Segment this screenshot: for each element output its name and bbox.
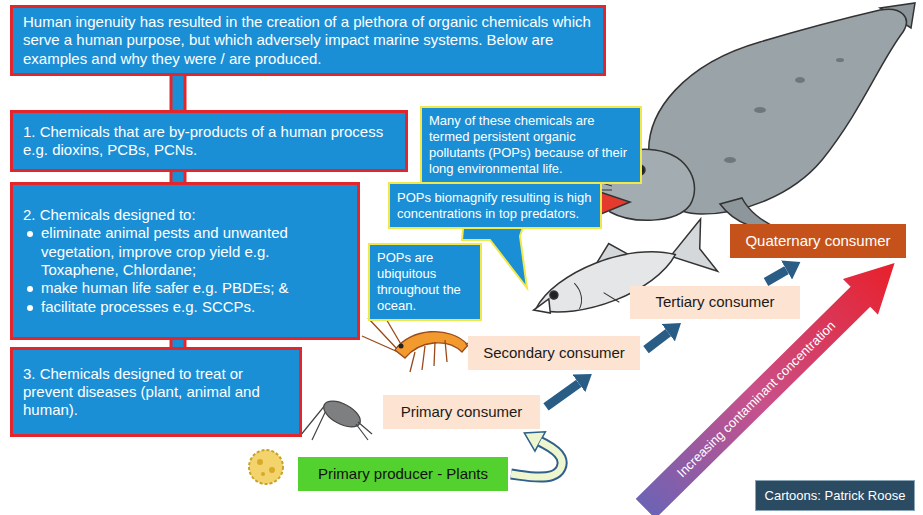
credit-box: Cartoons: Patrick Roose	[755, 480, 915, 511]
node-text: Primary consumer	[391, 403, 532, 421]
connector-bar	[178, 172, 179, 182]
node-text: Human ingenuity has resulted in the crea…	[23, 13, 593, 68]
connector-outline	[511, 442, 562, 478]
node-text: Primary producer - Plants	[306, 465, 500, 483]
trophic-level-box: Quaternary consumer	[730, 224, 906, 258]
connector-fill	[173, 172, 184, 182]
food-chain-arrow	[546, 383, 579, 407]
connector-bar	[178, 340, 179, 347]
bullet-text: eliminate animal pests and unwanted vege…	[23, 224, 347, 279]
phytoplankton-figure	[249, 450, 283, 484]
node-text: Quaternary consumer	[738, 232, 898, 250]
connector-line	[766, 270, 787, 282]
category-box: 2. Chemicals designed to:eliminate anima…	[10, 182, 360, 340]
trophic-level-box: Primary producer - Plants	[298, 457, 508, 491]
connector-bar	[178, 76, 179, 110]
callout-box: Many of these chemicals are termed persi…	[420, 106, 642, 184]
intro-box: Human ingenuity has resulted in the crea…	[10, 5, 606, 76]
category-box: 3. Chemicals designed to treat or preven…	[10, 347, 302, 437]
connector-line	[546, 383, 579, 407]
connector-fill	[173, 76, 184, 110]
node-text: 2. Chemicals designed to:	[23, 206, 347, 224]
bullet-text: make human life safer e.g. PBDEs; &	[23, 279, 347, 297]
category-box: 1. Chemicals that are by-products of a h…	[10, 110, 408, 172]
gradient-arrow-body	[628, 245, 912, 515]
connector-fill	[511, 442, 562, 478]
node-text: POPs are ubiquitous throughout the ocean…	[377, 250, 473, 313]
trophic-level-box: Secondary consumer	[468, 336, 640, 370]
trophic-level-box: Primary consumer	[383, 395, 540, 429]
food-chain-arrow	[511, 442, 562, 478]
node-text: Increasing contaminant concentration	[650, 294, 863, 505]
connector-outline	[170, 340, 187, 347]
callout-box: POPs biomagnify resulting is high concen…	[388, 182, 602, 229]
food-chain-arrow	[646, 333, 668, 350]
node-text: Secondary consumer	[476, 344, 632, 362]
bullet-text: facilitate processes e.g. SCCPs.	[23, 298, 347, 316]
node-text: Cartoons: Patrick Roose	[764, 488, 906, 504]
node-text: 3. Chemicals designed to treat or preven…	[23, 365, 289, 420]
copepod-figure	[300, 396, 372, 440]
connector-fill	[173, 340, 184, 347]
food-chain-arrow	[766, 270, 787, 282]
node-text: 1. Chemicals that are by-products of a h…	[23, 123, 395, 160]
shrimp-figure	[362, 312, 480, 372]
connector-outline	[170, 172, 187, 182]
callout-box: POPs are ubiquitous throughout the ocean…	[368, 243, 482, 321]
node-text: Tertiary consumer	[638, 293, 792, 311]
trophic-level-box: Tertiary consumer	[630, 286, 800, 319]
connector-outline	[170, 76, 187, 110]
node-text: Many of these chemicals are termed persi…	[429, 113, 633, 176]
node-text: POPs biomagnify resulting is high concen…	[397, 190, 593, 222]
connector-line	[646, 333, 668, 350]
